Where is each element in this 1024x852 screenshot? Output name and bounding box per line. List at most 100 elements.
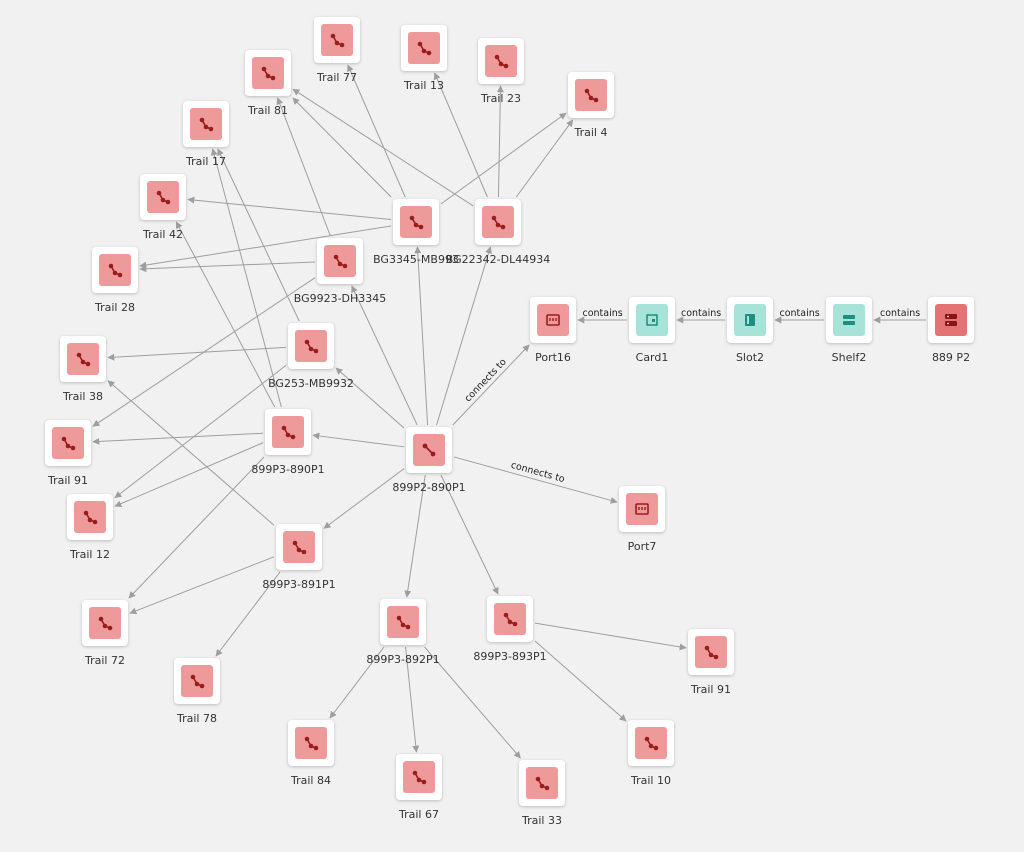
edge-bg3345-to-t77[interactable] (347, 64, 406, 198)
edge-bg3345-to-t42[interactable] (187, 196, 392, 221)
node-t72[interactable] (82, 600, 128, 646)
edge-p3891-to-t78[interactable] (215, 571, 281, 657)
trail-icon (491, 215, 506, 230)
edge-center-to-bg3345[interactable] (414, 246, 429, 426)
trail-icon (108, 263, 123, 278)
edge-bg253-to-t12[interactable] (114, 364, 287, 499)
node-card1[interactable] (629, 297, 675, 343)
trail-icon (83, 510, 98, 525)
edge-bg9923-to-t28[interactable] (139, 261, 316, 273)
node-icon-tile (482, 206, 514, 238)
node-t78[interactable] (174, 658, 220, 704)
node-t84[interactable] (288, 720, 334, 766)
node-t91a[interactable] (45, 420, 91, 466)
edge-center-to-p3891[interactable] (323, 468, 405, 529)
node-icon-tile (99, 254, 131, 286)
node-port16[interactable] (530, 297, 576, 343)
node-icon-tile (833, 304, 865, 336)
edge-p3890-to-t17[interactable] (210, 148, 282, 408)
trail-icon (412, 770, 427, 785)
trail-icon (61, 436, 76, 451)
edge-center-to-p3890[interactable] (312, 432, 405, 448)
node-slot2[interactable] (727, 297, 773, 343)
trail-icon (494, 54, 509, 69)
node-icon-tile (190, 108, 222, 140)
edge-center-to-port7[interactable] (453, 456, 618, 504)
node-port7[interactable] (619, 486, 665, 532)
edge-bg22342-to-t13[interactable] (433, 72, 488, 198)
trail-icon (98, 616, 113, 631)
node-t17[interactable] (183, 101, 229, 147)
edge-center-to-p3892[interactable] (404, 474, 426, 598)
node-icon-tile (494, 603, 526, 635)
trail-icon (304, 339, 319, 354)
node-t12[interactable] (67, 494, 113, 540)
trail-icon (199, 117, 214, 132)
node-t10[interactable] (628, 720, 674, 766)
node-icon-tile (74, 501, 106, 533)
node-t91b[interactable] (688, 629, 734, 675)
node-p3891[interactable] (276, 524, 322, 570)
node-bg9923[interactable] (317, 238, 363, 284)
connection-icon (422, 443, 436, 457)
edge-center-to-bg22342[interactable] (436, 246, 492, 426)
edge-p3892-to-t84[interactable] (329, 646, 385, 719)
edge-bg3345-to-t4[interactable] (440, 112, 567, 205)
edge-bg3345-to-t28[interactable] (139, 225, 392, 269)
node-t13[interactable] (401, 25, 447, 71)
edge-p3892-to-t33[interactable] (424, 646, 521, 759)
node-center[interactable] (406, 427, 452, 473)
trail-icon (396, 615, 411, 630)
edge-p3890-to-t72[interactable] (128, 456, 265, 599)
node-icon-tile (626, 493, 658, 525)
node-p3892[interactable] (380, 599, 426, 645)
edge-center-to-bg9923[interactable] (351, 285, 418, 426)
edge-center-to-bg253[interactable] (335, 367, 405, 429)
edge-bg22342-to-t23[interactable] (496, 85, 504, 198)
node-t42[interactable] (140, 174, 186, 220)
node-icon-tile (537, 304, 569, 336)
node-t81[interactable] (245, 50, 291, 96)
node-icon-tile (575, 79, 607, 111)
edge-center-to-port16[interactable] (452, 344, 530, 426)
node-bg22342[interactable] (475, 199, 521, 245)
node-p3893[interactable] (487, 596, 533, 642)
trail-icon (281, 425, 296, 440)
edge-p3890-to-t91a[interactable] (92, 432, 264, 445)
edge-bg22342-to-t4[interactable] (515, 119, 574, 198)
node-icon-tile (636, 304, 668, 336)
node-shelf2[interactable] (826, 297, 872, 343)
edge-p3893-to-t91b[interactable] (534, 622, 687, 651)
edge-p3890-to-t12[interactable] (114, 442, 264, 507)
edge-center-to-p3893[interactable] (440, 474, 499, 595)
node-bg253[interactable] (288, 323, 334, 369)
node-icon-tile (408, 32, 440, 64)
edge-p3891-to-t72[interactable] (129, 556, 275, 615)
edge-bg3345-to-t81[interactable] (292, 97, 392, 198)
shelf-icon (843, 315, 855, 325)
node-t67[interactable] (396, 754, 442, 800)
edge-p3892-to-t67[interactable] (405, 646, 420, 753)
node-t28[interactable] (92, 247, 138, 293)
node-p3890[interactable] (265, 409, 311, 455)
edge-bg253-to-t38[interactable] (107, 346, 287, 361)
edge-bg253-to-t17[interactable] (217, 148, 300, 322)
node-t23[interactable] (478, 38, 524, 84)
node-t33[interactable] (519, 760, 565, 806)
node-t77[interactable] (314, 17, 360, 63)
edge-p3890-to-t42[interactable] (175, 221, 276, 408)
edge-bg9923-to-t81[interactable] (276, 97, 331, 237)
node-icon-tile (283, 531, 315, 563)
edge-p3893-to-t10[interactable] (534, 640, 627, 722)
node-icon-tile (635, 727, 667, 759)
edge-p3891-to-t38[interactable] (107, 380, 275, 526)
edge-bg22342-to-t81[interactable] (292, 88, 474, 207)
node-bg3345[interactable] (393, 199, 439, 245)
node-dev889[interactable] (928, 297, 974, 343)
node-t38[interactable] (60, 336, 106, 382)
node-icon-tile (526, 767, 558, 799)
node-icon-tile (321, 24, 353, 56)
node-t4[interactable] (568, 72, 614, 118)
